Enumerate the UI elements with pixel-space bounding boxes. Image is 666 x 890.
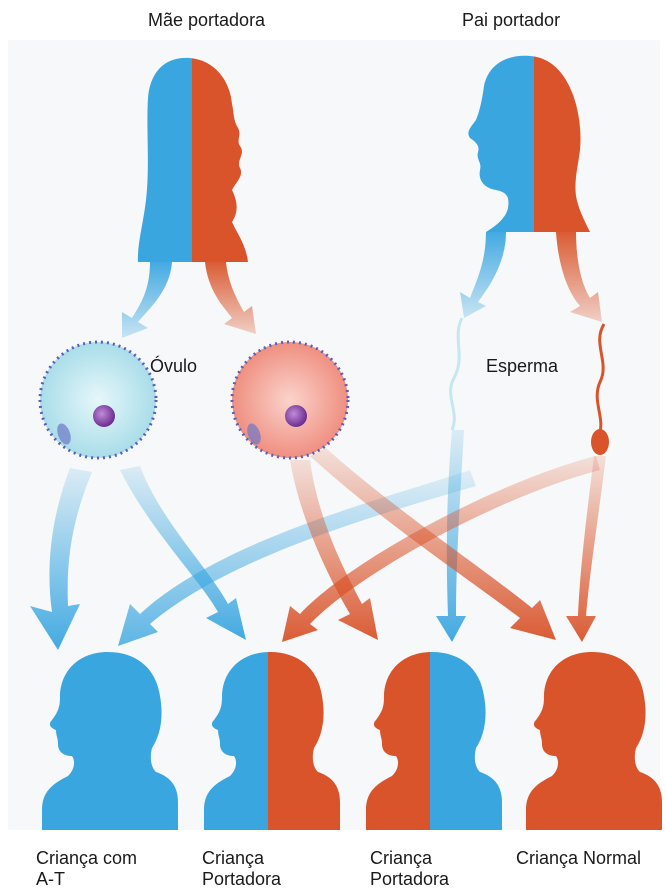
egg-label: Óvulo	[150, 356, 197, 377]
child-affected-label: Criança com A-T	[36, 848, 137, 890]
father-label: Pai portador	[462, 10, 560, 31]
child-normal	[526, 652, 662, 830]
child-normal-label: Criança Normal	[516, 848, 641, 869]
child-carrier-1	[200, 650, 344, 832]
egg-normal	[232, 342, 348, 458]
sperm-normal	[591, 324, 609, 455]
mother-silhouette	[130, 50, 262, 270]
fertilization-arrows	[30, 430, 606, 650]
father-silhouette	[460, 50, 604, 240]
child-affected	[42, 652, 178, 830]
sperm-affected	[451, 318, 462, 430]
child-carrier-2	[362, 650, 506, 832]
child-carrier-2-label: Criança Portadora	[370, 848, 449, 890]
egg-affected	[40, 342, 156, 458]
sperm-label: Esperma	[486, 356, 558, 377]
mother-to-egg-arrows	[122, 262, 256, 338]
child-carrier-1-label: Criança Portadora	[202, 848, 281, 890]
father-to-sperm-arrows	[460, 232, 602, 322]
mother-label: Mãe portadora	[148, 10, 265, 31]
